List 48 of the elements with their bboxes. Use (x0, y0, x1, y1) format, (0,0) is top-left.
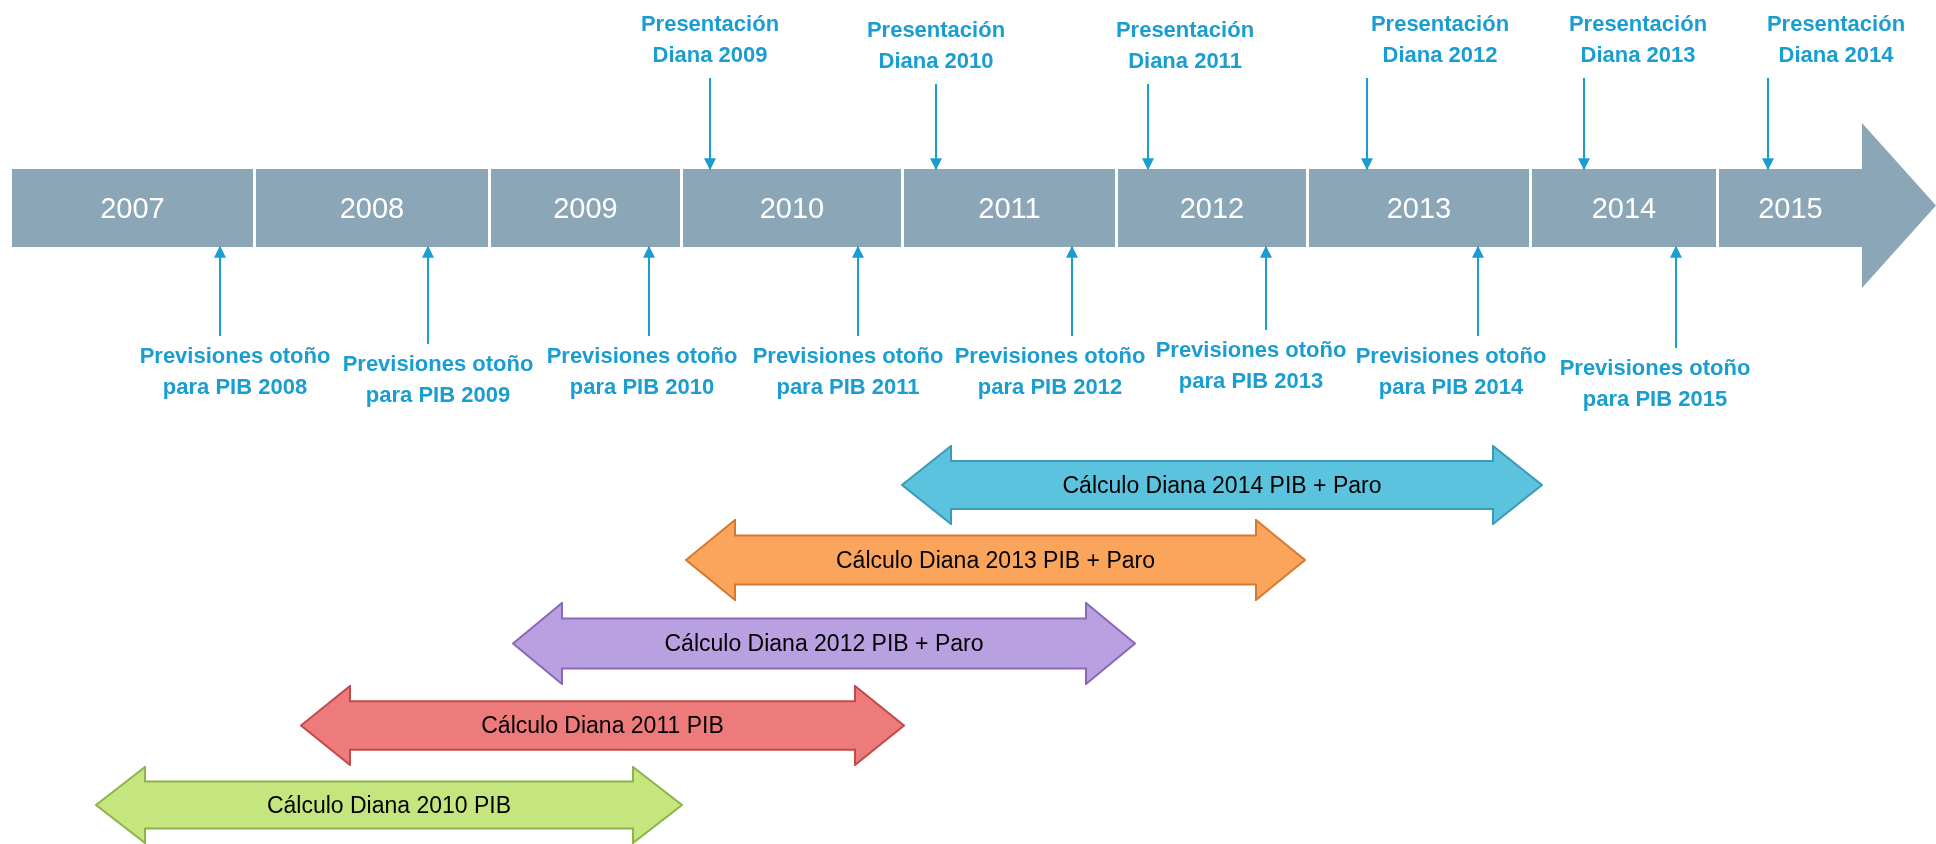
bar-label: Cálculo Diana 2013 PIB + Paro (836, 546, 1155, 574)
arrow (214, 245, 226, 337)
arrow (704, 77, 716, 171)
arrow (1260, 245, 1272, 331)
arrow (1578, 77, 1590, 171)
arrow (422, 245, 434, 345)
milestone-label: Presentación Diana 2014 (1738, 8, 1934, 74)
double-arrow-bar (901, 445, 1543, 525)
bar-label: Cálculo Diana 2011 PIB (481, 712, 724, 739)
milestone-label: Previsiones otoño para PIB 2008 (135, 340, 335, 436)
bar-label: Cálculo Diana 2010 PIB (266, 791, 512, 819)
double-arrow-bar (300, 685, 905, 766)
milestone-label: Previsiones otoño para PIB 2009 (338, 348, 538, 444)
milestone-label: Previsiones otoño para PIB 2015 (1555, 352, 1755, 448)
double-arrow-bar (512, 602, 1136, 685)
milestone-label: Presentación Diana 2011 (1085, 14, 1285, 80)
year-label: 2011 (978, 191, 1041, 225)
year-label: 2014 (1591, 191, 1657, 225)
year-label: 2010 (759, 191, 825, 225)
milestone-label: Previsiones otoño para PIB 2013 (1151, 334, 1351, 430)
milestone-label: Previsiones otoño para PIB 2012 (950, 340, 1150, 436)
year-label: 2012 (1179, 191, 1245, 225)
milestone-label: Previsiones otoño para PIB 2014 (1351, 340, 1551, 436)
arrow (1670, 245, 1682, 349)
milestone-label: Previsiones otoño para PIB 2010 (542, 340, 742, 436)
milestone-label: Presentación Diana 2009 (610, 8, 810, 74)
arrow (1472, 245, 1484, 337)
timeline-arrow (12, 123, 1936, 288)
arrow (1361, 77, 1373, 171)
double-arrow-bar (685, 519, 1306, 601)
year-label: 2009 (553, 191, 618, 225)
arrow (1066, 245, 1078, 337)
arrow (1142, 83, 1154, 171)
milestone-label: Presentación Diana 2012 (1340, 8, 1540, 74)
year-label: 2015 (1758, 191, 1823, 225)
arrow (852, 245, 864, 337)
arrow (1762, 77, 1774, 171)
milestone-label: Presentación Diana 2010 (836, 14, 1036, 80)
arrow (930, 83, 942, 171)
arrow (643, 245, 655, 337)
year-label: 2007 (100, 191, 165, 225)
bar-label: Cálculo Diana 2014 PIB + Paro (1062, 471, 1382, 499)
milestone-label: Presentación Diana 2013 (1538, 8, 1738, 74)
year-label: 2008 (339, 191, 405, 225)
bar-label: Cálculo Diana 2012 PIB + Paro (664, 630, 984, 657)
year-label: 2013 (1386, 191, 1452, 225)
double-arrow-bar (95, 766, 683, 844)
milestone-label: Previsiones otoño para PIB 2011 (748, 340, 948, 436)
